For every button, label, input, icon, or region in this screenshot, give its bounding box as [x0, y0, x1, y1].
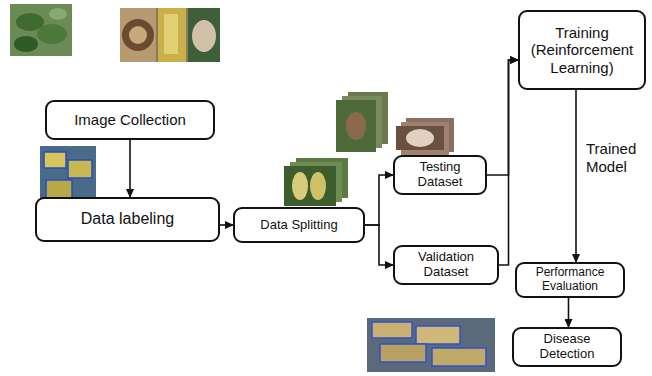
box-label: Validation Dataset [400, 250, 492, 280]
dataset-box: Testing Dataset [393, 155, 487, 195]
split-photo-stack [284, 158, 348, 206]
process-box: Image Collection [45, 100, 215, 140]
box-label: Data labeling [81, 210, 174, 228]
dataset-box: Validation Dataset [393, 245, 499, 285]
box-label: (Reinforcement Learning) [525, 41, 639, 76]
disease-photo-collage [120, 8, 220, 62]
box-label: Data Splitting [260, 218, 337, 233]
testing-photo-stack [336, 92, 454, 156]
flow-arrow [129, 140, 131, 197]
flow-arrow [499, 60, 518, 265]
process-box: Data Splitting [233, 207, 365, 243]
training-box: Training(Reinforcement Learning) [518, 10, 646, 90]
box-label: Image Collection [74, 111, 186, 128]
edge-label: Trained Model [584, 140, 652, 176]
process-box: Data labeling [35, 197, 220, 242]
flow-arrow [487, 60, 518, 175]
process-box: Performance Evaluation [515, 262, 625, 298]
flow-arrow [365, 225, 393, 265]
flow-arrow [365, 175, 393, 225]
process-box: Disease Detection [512, 327, 622, 367]
detection-photo [367, 318, 495, 372]
flow-arrow [220, 224, 233, 226]
box-label: Disease Detection [519, 332, 615, 362]
box-label: Performance Evaluation [522, 266, 618, 294]
box-label: Training [555, 24, 609, 41]
box-label: Testing Dataset [400, 160, 480, 190]
labeled-photo [40, 146, 96, 204]
flow-arrow [568, 298, 570, 327]
flow-arrow [575, 90, 577, 262]
leaf-photo [10, 4, 72, 56]
